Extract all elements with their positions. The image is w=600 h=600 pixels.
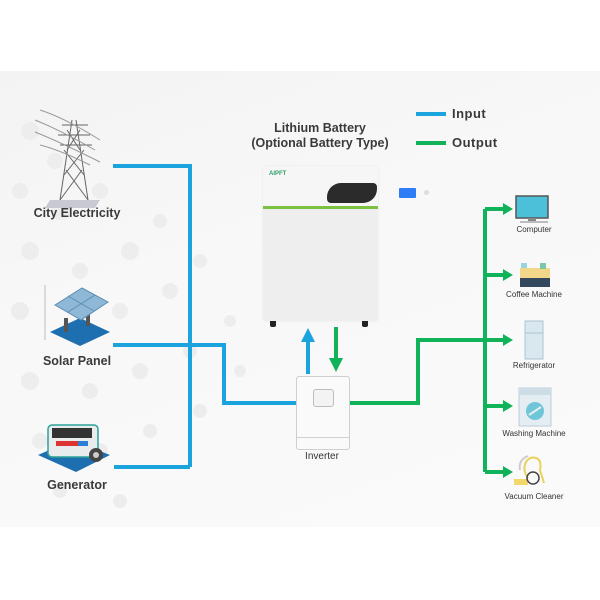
arrow-vacuum — [503, 466, 513, 478]
inverter-divider — [297, 437, 349, 438]
arrow-coffee — [503, 269, 513, 281]
coffee-machine-icon — [520, 263, 550, 287]
legend-input-label: Input — [452, 106, 487, 121]
output-wire-inverter — [348, 338, 485, 405]
washing-machine-icon — [518, 387, 552, 427]
inverter-screen — [313, 389, 334, 407]
arrow-refrigerator — [503, 334, 513, 346]
battery-foot-right — [362, 321, 368, 327]
battery-title-line1: Lithium Battery — [274, 121, 366, 135]
load-label-computer: Computer — [516, 225, 552, 234]
load-label-washing-machine: Washing Machine — [502, 429, 566, 438]
arrow-washing — [503, 400, 513, 412]
power-tower-icon — [34, 109, 101, 208]
lithium-battery: AIPFT — [263, 166, 429, 321]
battery-lcd-screen — [399, 188, 416, 198]
vacuum-cleaner-icon — [514, 455, 545, 485]
refrigerator-icon — [524, 320, 544, 360]
load-label-coffee-machine: Coffee Machine — [506, 290, 562, 299]
arrow-down-to-inverter — [329, 358, 343, 372]
input-wire-city — [113, 164, 192, 467]
computer-icon — [515, 195, 549, 223]
load-label-vacuum-cleaner: Vacuum Cleaner — [504, 492, 564, 501]
source-label-city-electricity: City Electricity — [33, 206, 121, 220]
battery-control-panel — [327, 183, 429, 203]
load-label-refrigerator: Refrigerator — [512, 361, 556, 370]
battery-foot-left — [270, 321, 276, 327]
legend-output-label: Output — [452, 135, 498, 150]
arrow-computer — [503, 203, 513, 215]
battery-brand-logo: AIPFT — [269, 171, 287, 177]
battery-power-button — [424, 190, 429, 195]
source-label-solar-panel: Solar Panel — [42, 354, 112, 368]
inverter-label: Inverter — [305, 451, 339, 462]
solar-panel-icon — [44, 285, 110, 346]
dotted-globe-decoration — [11, 122, 246, 508]
inverter-device — [296, 376, 350, 450]
generator-icon — [38, 424, 110, 472]
arrow-up-to-battery — [301, 328, 315, 342]
input-wire-solar — [113, 343, 296, 405]
battery-title-line2: (Optional Battery Type) — [251, 136, 389, 150]
battery-green-stripe — [263, 206, 378, 209]
source-label-generator: Generator — [47, 478, 107, 492]
